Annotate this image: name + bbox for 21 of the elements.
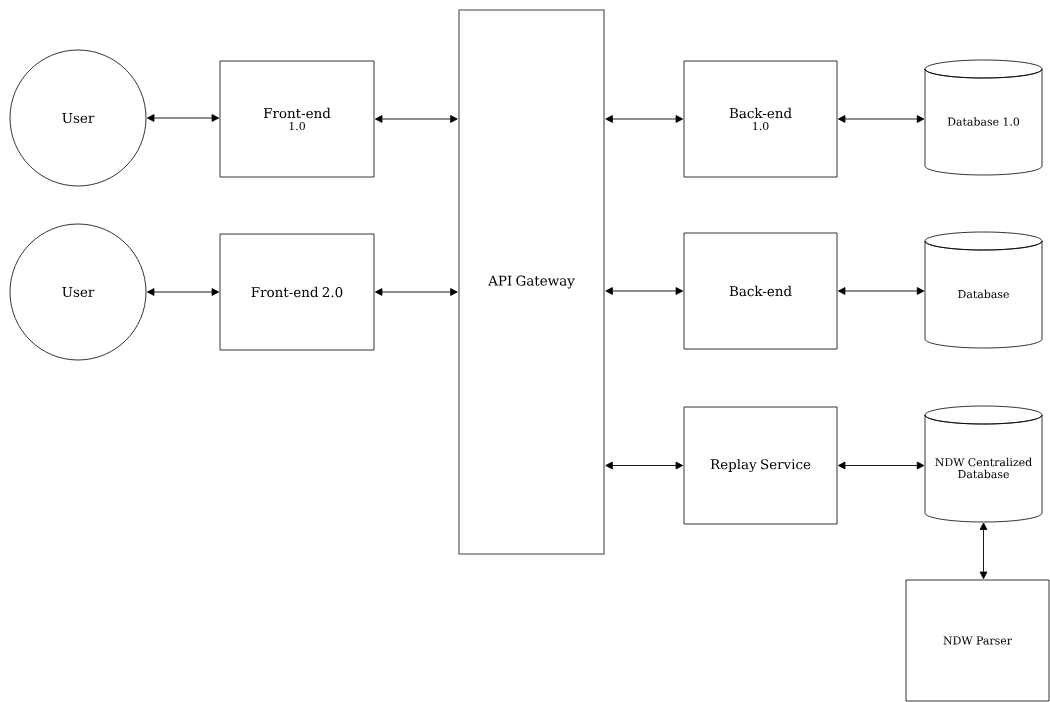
database-cylinder: Database 1.0 — [924, 59, 1043, 176]
process-box: NDW Parser — [905, 579, 1050, 702]
process-box: Front-end 2.0 — [219, 233, 375, 351]
database-cylinder: NDW Centralized Database — [924, 405, 1043, 523]
process-box: Back-end — [683, 232, 838, 350]
arrow — [837, 115, 925, 123]
arrow — [374, 115, 458, 123]
arrow — [605, 287, 684, 295]
database-cylinder: Database — [924, 231, 1043, 349]
process-box: Front-end 1.0 — [219, 60, 375, 178]
arrow — [146, 288, 220, 296]
arrow — [146, 114, 220, 122]
arrow — [979, 522, 988, 580]
arrow — [605, 115, 684, 123]
arrow — [837, 461, 925, 470]
arrow — [605, 461, 684, 470]
gateway-bar: API Gateway — [458, 9, 605, 555]
arrow — [837, 287, 925, 295]
process-box: Back-end 1.0 — [683, 60, 838, 178]
arrow — [374, 288, 458, 296]
process-box: Replay Service — [683, 406, 838, 525]
